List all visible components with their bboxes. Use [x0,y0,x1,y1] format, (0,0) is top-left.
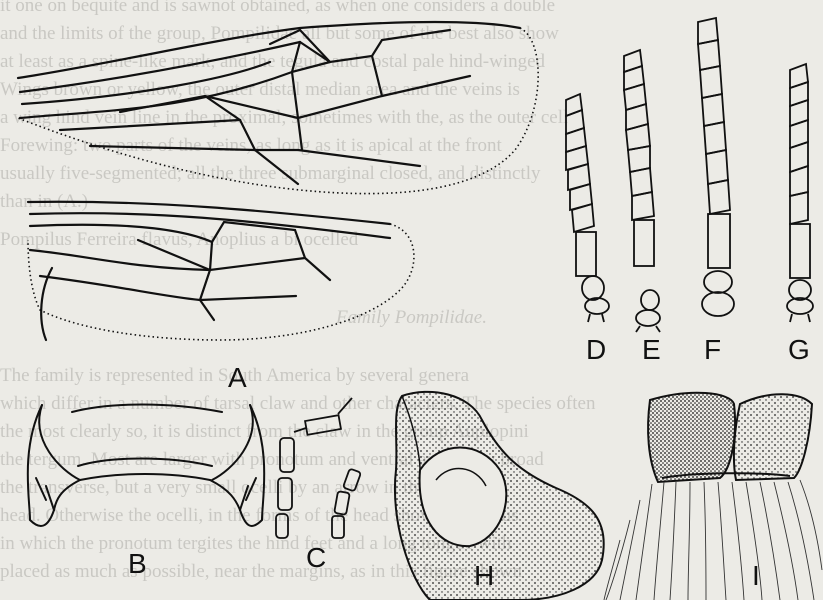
figure-label-E: E [642,334,661,366]
antenna-E [624,50,660,332]
figure-label-D: D [586,334,606,366]
figure-label-B: B [128,548,147,580]
hindwing-drawing [28,202,390,340]
figure-label-G: G [788,334,810,366]
structure-H-drawing [395,392,604,600]
figure-label-I: I [752,560,760,592]
figure-label-C: C [306,542,326,574]
antenna-G [787,64,813,322]
antenna-D [566,94,609,322]
antenna-F [698,18,734,316]
figure-label-H: H [474,560,494,592]
forewing-drawing [18,22,520,184]
figure-label-A: A [228,362,247,394]
structure-I-drawing [604,393,822,600]
palpus-drawing [276,398,361,538]
propodeum-drawing [28,405,265,526]
figure-label-F: F [704,334,721,366]
